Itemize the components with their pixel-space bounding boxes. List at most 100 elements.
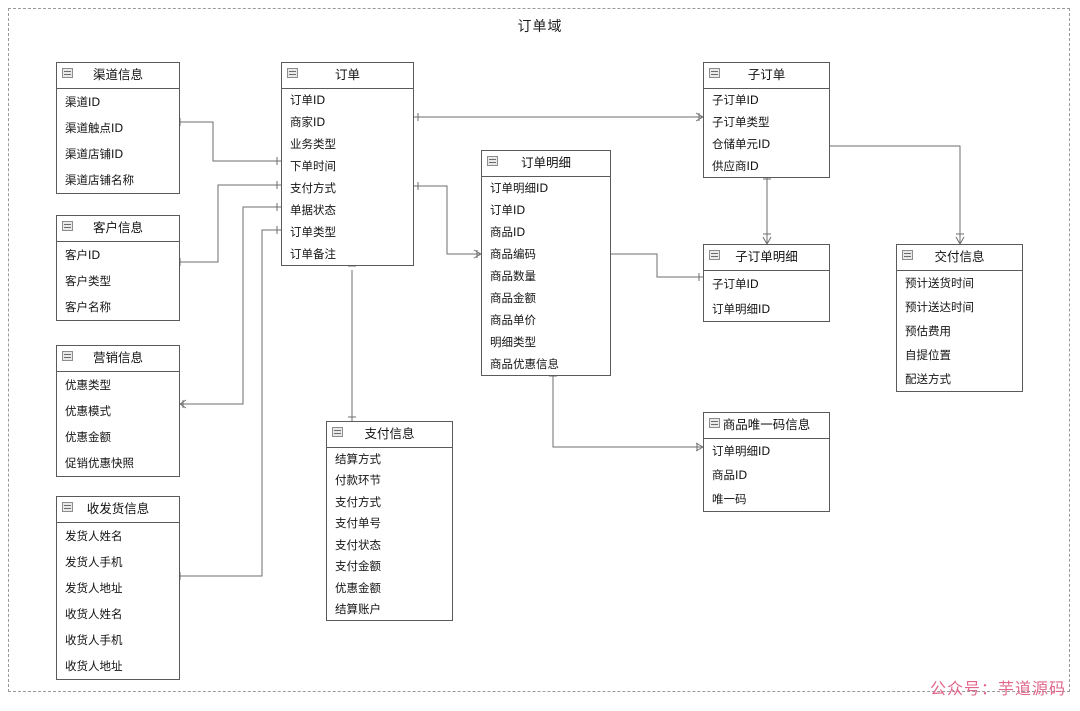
field-row: 支付单号 xyxy=(335,516,381,531)
table-icon xyxy=(902,250,913,260)
entity-title: 商品唯一码信息 xyxy=(722,417,811,433)
field-row: 渠道店铺名称 xyxy=(65,173,134,187)
field-row: 商品数量 xyxy=(490,269,536,283)
entity-customer-info[interactable]: 客户信息 客户ID 客户类型 客户名称 xyxy=(56,215,180,321)
table-icon xyxy=(287,68,298,78)
field-row: 商品ID xyxy=(490,225,526,239)
entity-field-list: 预计送货时间 预计送达时间 预估费用 自提位置 配送方式 xyxy=(897,271,1022,391)
entity-title: 子订单 xyxy=(747,67,786,83)
field-row: 收货人姓名 xyxy=(65,607,123,621)
field-row: 收货人地址 xyxy=(65,659,123,673)
entity-field-list: 订单明细ID 订单ID 商品ID 商品编码 商品数量 商品金额 商品单价 明细类… xyxy=(482,177,610,375)
field-row: 发货人地址 xyxy=(65,581,123,595)
entity-field-list: 结算方式 付款环节 支付方式 支付单号 支付状态 支付金额 优惠金额 结算账户 xyxy=(327,448,452,620)
entity-product-unique-code-info[interactable]: 商品唯一码信息 订单明细ID 商品ID 唯一码 xyxy=(703,412,830,512)
entity-field-list: 订单ID 商家ID 业务类型 下单时间 支付方式 单据状态 订单类型 订单备注 xyxy=(282,89,413,265)
field-row: 优惠模式 xyxy=(65,404,111,418)
connector-suborder-to-delivery xyxy=(825,142,965,245)
table-icon xyxy=(62,351,73,361)
entity-marketing-info[interactable]: 营销信息 优惠类型 优惠模式 优惠金额 促销优惠快照 xyxy=(56,345,180,477)
field-row: 渠道触点ID xyxy=(65,121,124,135)
entity-title: 订单明细 xyxy=(520,155,571,171)
connector-suborder-to-suborderdetail xyxy=(762,175,772,245)
entity-field-list: 客户ID 客户类型 客户名称 xyxy=(57,242,179,320)
entity-header: 子订单明细 xyxy=(704,245,829,271)
entity-title: 渠道信息 xyxy=(92,67,143,83)
entity-delivery-info[interactable]: 交付信息 预计送货时间 预计送达时间 预估费用 自提位置 配送方式 xyxy=(896,244,1023,392)
field-row: 支付方式 xyxy=(290,181,336,195)
connector-orderdetail-to-suborderdetail xyxy=(606,250,703,281)
field-row: 订单明细ID xyxy=(490,181,549,195)
field-row: 子订单ID xyxy=(712,276,759,291)
entity-shipping-info[interactable]: 收发货信息 发货人姓名 发货人手机 发货人地址 收货人姓名 收货人手机 收货人地… xyxy=(56,496,180,680)
field-row: 订单明细ID xyxy=(712,301,771,316)
entity-field-list: 子订单ID 订单明细ID xyxy=(704,271,829,321)
field-row: 预计送货时间 xyxy=(905,276,974,290)
field-row: 收货人手机 xyxy=(65,633,123,647)
entity-header: 渠道信息 xyxy=(57,63,179,89)
field-row: 优惠类型 xyxy=(65,378,111,392)
connector-order-to-orderdetail xyxy=(414,182,482,259)
entity-title: 客户信息 xyxy=(92,220,143,236)
field-row: 客户类型 xyxy=(65,274,111,288)
entity-channel-info[interactable]: 渠道信息 渠道ID 渠道触点ID 渠道店铺ID 渠道店铺名称 xyxy=(56,62,180,194)
field-row: 明细类型 xyxy=(490,335,536,349)
entity-sub-order-detail[interactable]: 子订单明细 子订单ID 订单明细ID xyxy=(703,244,830,322)
field-row: 优惠金额 xyxy=(65,430,111,444)
entity-header: 收发货信息 xyxy=(57,497,179,523)
table-icon xyxy=(487,156,498,166)
table-icon xyxy=(62,502,73,512)
entity-field-list: 发货人姓名 发货人手机 发货人地址 收货人姓名 收货人手机 收货人地址 xyxy=(57,523,179,679)
entity-payment-info[interactable]: 支付信息 结算方式 付款环节 支付方式 支付单号 支付状态 支付金额 优惠金额 … xyxy=(326,421,453,621)
field-row: 商品单价 xyxy=(490,313,536,327)
entity-header: 订单明细 xyxy=(482,151,610,177)
entity-title: 交付信息 xyxy=(934,249,985,265)
entity-order[interactable]: 订单 订单ID 商家ID 业务类型 下单时间 支付方式 单据状态 订单类型 订单… xyxy=(281,62,414,266)
entity-title: 营销信息 xyxy=(92,350,143,366)
field-row: 自提位置 xyxy=(905,348,951,362)
table-icon xyxy=(709,250,720,260)
entity-field-list: 渠道ID 渠道触点ID 渠道店铺ID 渠道店铺名称 xyxy=(57,89,179,193)
connector-orderdetail-to-uniquecode xyxy=(549,372,704,452)
table-icon xyxy=(332,427,343,437)
field-row: 商品编码 xyxy=(490,247,536,261)
connector-order-to-suborder xyxy=(414,112,704,122)
entity-header: 订单 xyxy=(282,63,413,89)
field-row: 预计送达时间 xyxy=(905,300,974,314)
field-row: 订单类型 xyxy=(290,225,336,239)
entity-header: 客户信息 xyxy=(57,216,179,242)
connector-shipping-to-order xyxy=(179,226,281,580)
field-row: 商品金额 xyxy=(490,291,536,305)
field-row: 客户名称 xyxy=(65,300,111,314)
field-row: 订单备注 xyxy=(290,247,336,261)
watermark: 公众号：芋道源码 xyxy=(929,679,1066,698)
field-row: 渠道ID xyxy=(65,95,101,109)
field-row: 子订单ID xyxy=(712,93,759,107)
entity-header: 子订单 xyxy=(704,63,829,89)
field-row: 渠道店铺ID xyxy=(65,147,124,161)
field-row: 促销优惠快照 xyxy=(65,456,134,470)
entity-title: 订单 xyxy=(334,67,360,83)
connector-customer-to-order xyxy=(179,181,281,266)
entity-title: 收发货信息 xyxy=(86,501,150,517)
connector-channel-to-order xyxy=(179,118,281,165)
table-icon xyxy=(709,68,720,78)
entity-order-detail[interactable]: 订单明细 订单明细ID 订单ID 商品ID 商品编码 商品数量 商品金额 商品单… xyxy=(481,150,611,376)
field-row: 下单时间 xyxy=(290,159,336,173)
field-row: 商品ID xyxy=(712,468,748,482)
field-row: 支付金额 xyxy=(335,559,381,574)
field-row: 付款环节 xyxy=(335,473,381,488)
connector-order-to-payment xyxy=(348,265,356,421)
field-row: 商品优惠信息 xyxy=(490,357,559,371)
entity-sub-order[interactable]: 子订单 子订单ID 子订单类型 仓储单元ID 供应商ID xyxy=(703,62,830,178)
connector-marketing-to-order xyxy=(179,203,281,409)
entity-title: 子订单明细 xyxy=(735,249,798,265)
entity-field-list: 子订单ID 子订单类型 仓储单元ID 供应商ID xyxy=(704,89,829,177)
field-row: 支付方式 xyxy=(335,494,381,509)
field-row: 供应商ID xyxy=(712,159,759,173)
entity-header: 交付信息 xyxy=(897,245,1022,271)
table-icon xyxy=(62,221,73,231)
field-row: 支付状态 xyxy=(335,537,381,552)
diagram-title: 订单域 xyxy=(517,19,563,35)
